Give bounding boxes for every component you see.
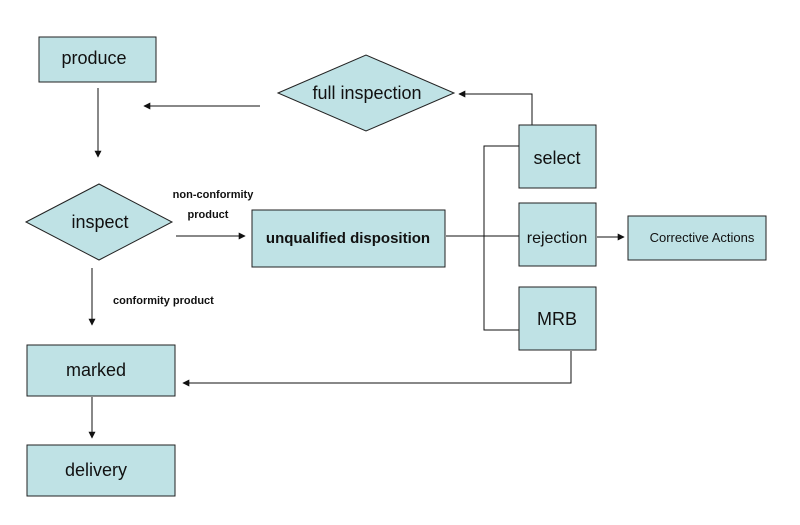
node-rejection: rejection [518, 202, 597, 267]
node-produce-label: produce [61, 48, 126, 68]
node-full-inspection: full inspection [276, 54, 456, 132]
edge-mrb-to-marked [182, 351, 572, 387]
edge-label-conformity-product: conformity product [113, 295, 214, 307]
node-select-label: select [533, 148, 580, 168]
node-rejection-label: rejection [527, 230, 587, 247]
node-inspect-label: inspect [71, 212, 128, 232]
node-unqualified-disposition: unqualified disposition [251, 209, 446, 268]
node-corrective-actions: Corrective Actions [627, 215, 767, 261]
node-mrb: MRB [518, 286, 597, 351]
node-marked: marked [26, 344, 176, 397]
edge-label-non-conformity-product: product [188, 209, 229, 221]
node-corrective-actions-label: Corrective Actions [650, 230, 755, 245]
node-select: select [518, 124, 597, 189]
node-full-inspection-label: full inspection [312, 83, 421, 103]
edge-label-non-conformity: non-conformity [173, 189, 255, 201]
node-produce: produce [38, 36, 157, 83]
node-unqualified-disposition-label: unqualified disposition [266, 230, 430, 247]
edge-bracket-select-mrb [483, 145, 519, 331]
node-delivery-label: delivery [65, 460, 127, 480]
node-inspect: inspect [24, 183, 174, 261]
node-mrb-label: MRB [537, 309, 577, 329]
edge-select-to-full-inspection [458, 90, 533, 125]
node-marked-label: marked [66, 360, 126, 380]
node-delivery: delivery [26, 444, 176, 497]
